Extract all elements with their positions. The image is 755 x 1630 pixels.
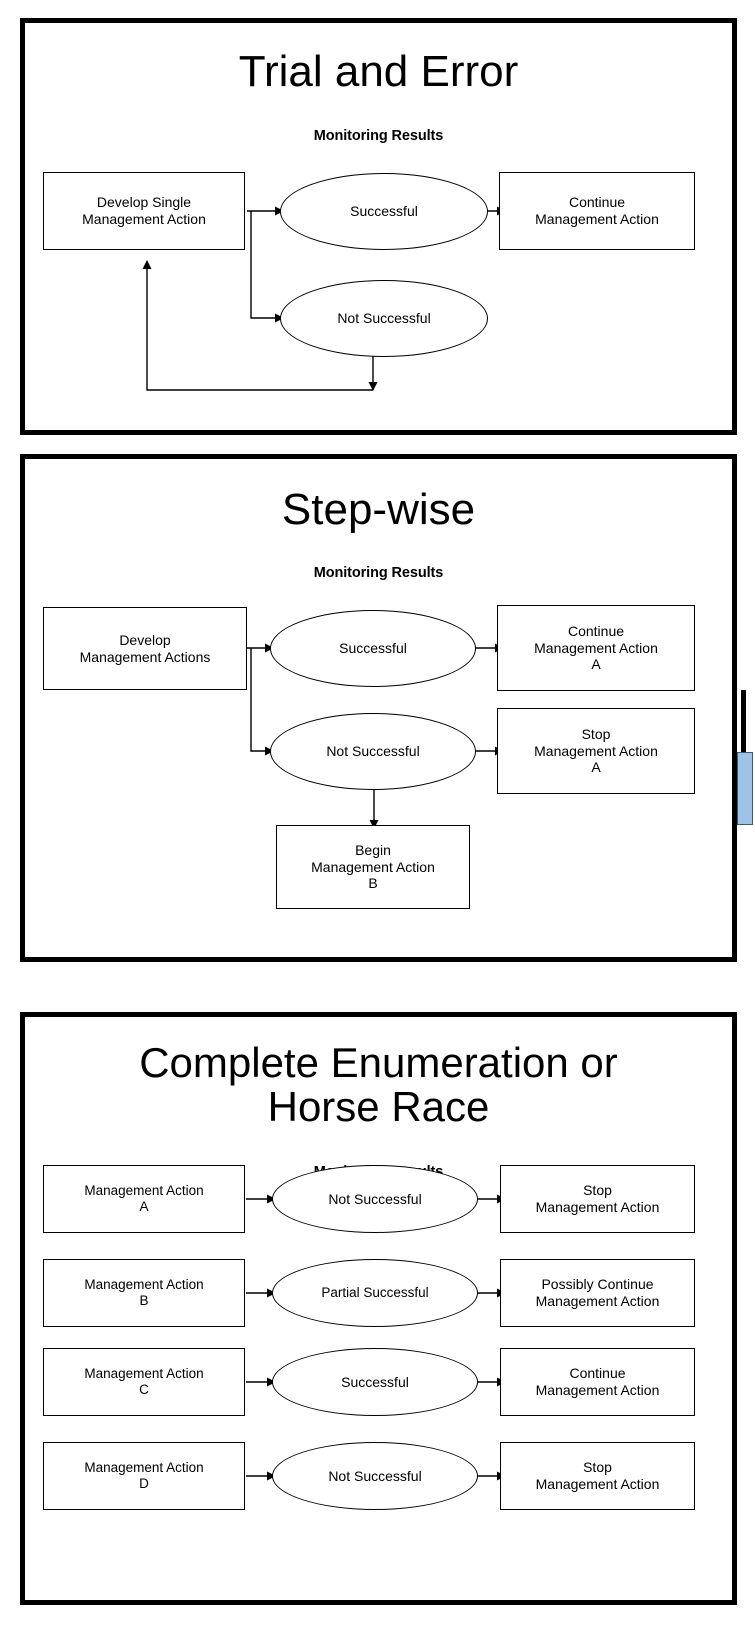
node-management-action-d[interactable]: Management Action D: [43, 1442, 245, 1510]
node-outcome-row-c[interactable]: Successful: [272, 1348, 478, 1416]
node-outcome-row-b[interactable]: Partial Successful: [272, 1259, 478, 1327]
node-continue-management-action-1[interactable]: Continue Management Action: [499, 172, 695, 250]
node-result-row-d[interactable]: Stop Management Action: [500, 1442, 695, 1510]
section-label-monitoring-results-2: Monitoring Results: [313, 565, 444, 581]
node-develop-single-management-action[interactable]: Develop Single Management Action: [43, 172, 245, 250]
connector-layer-1: [142, 206, 506, 391]
node-outcome-row-a[interactable]: Not Successful: [272, 1165, 478, 1233]
node-result-row-a[interactable]: Stop Management Action: [500, 1165, 695, 1233]
scrollbar-thumb[interactable]: [737, 752, 753, 825]
node-result-row-b[interactable]: Possibly Continue Management Action: [500, 1259, 695, 1327]
node-begin-management-action-b[interactable]: Begin Management Action B: [276, 825, 470, 909]
panel-step-wise: Step-wise Monitoring Results Develop Man…: [20, 454, 737, 962]
node-management-action-c[interactable]: Management Action C: [43, 1348, 245, 1416]
panel-title-trial-and-error: Trial and Error: [238, 47, 519, 96]
panel-title-complete-enumeration: Complete Enumeration or Horse Race: [139, 1039, 618, 1131]
node-continue-management-action-a[interactable]: Continue Management Action A: [497, 605, 695, 691]
node-outcome-not-successful-1[interactable]: Not Successful: [280, 280, 488, 357]
node-result-row-c[interactable]: Continue Management Action: [500, 1348, 695, 1416]
node-outcome-row-d[interactable]: Not Successful: [272, 1442, 478, 1510]
node-management-action-a[interactable]: Management Action A: [43, 1165, 245, 1233]
node-outcome-not-successful-2[interactable]: Not Successful: [270, 713, 476, 790]
panel-trial-and-error: Trial and Error Monitoring Results Devel…: [20, 18, 737, 435]
node-outcome-successful-2[interactable]: Successful: [270, 610, 476, 687]
panel-complete-enumeration: Complete Enumeration or Horse Race Monit…: [20, 1012, 737, 1605]
node-outcome-successful-1[interactable]: Successful: [280, 173, 488, 250]
node-management-action-b[interactable]: Management Action B: [43, 1259, 245, 1327]
node-develop-management-actions[interactable]: Develop Management Actions: [43, 607, 247, 690]
panel-title-step-wise: Step-wise: [281, 485, 476, 534]
node-stop-management-action-a[interactable]: Stop Management Action A: [497, 708, 695, 794]
section-label-monitoring-results-1: Monitoring Results: [313, 128, 444, 144]
